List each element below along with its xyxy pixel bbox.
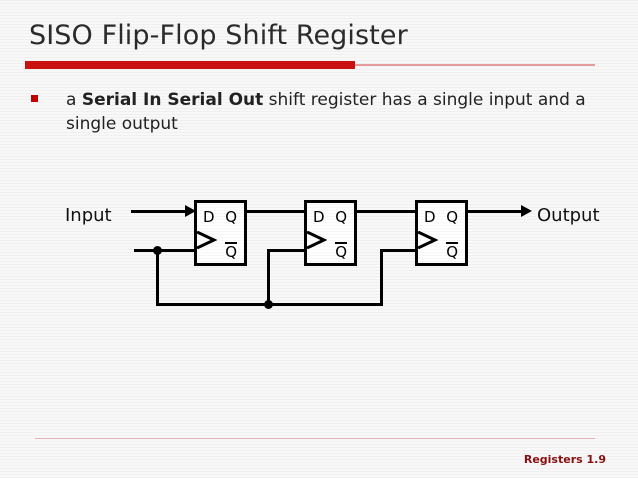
square-bullet-icon <box>31 95 38 102</box>
bullet-text-bold: Serial In Serial Out <box>81 90 264 110</box>
wire-clock-down-1 <box>156 249 159 306</box>
title-rule-accent <box>25 61 355 69</box>
bullet-text: a Serial In Serial Out shift register ha… <box>66 88 586 136</box>
bullet-text-after: shift register has a single input and a … <box>66 90 586 134</box>
flipflop-3: D Q Q <box>415 200 468 266</box>
wire-clock-up-ff3 <box>380 249 383 306</box>
ff3-pin-q: Q <box>446 208 458 226</box>
output-label: Output <box>537 205 600 226</box>
arrowhead-output <box>521 205 532 217</box>
flipflop-1: D Q Q <box>194 200 247 266</box>
wire-input-to-ff1 <box>131 210 187 213</box>
wire-ff2q-to-ff3d <box>356 210 417 213</box>
page-title: SISO Flip-Flop Shift Register <box>29 20 408 51</box>
wire-clock-into-ff3 <box>380 249 416 252</box>
bullet-text-before: a <box>66 90 82 110</box>
arrowhead-input <box>185 205 196 217</box>
ff1-pin-d: D <box>203 208 215 226</box>
wire-ff3q-to-output <box>467 210 524 213</box>
footer-divider <box>35 438 595 439</box>
ff3-clock-input-icon <box>418 231 438 249</box>
ff2-pin-q: Q <box>335 208 347 226</box>
wire-clock-stub-left <box>134 249 194 252</box>
ff3-pin-d: D <box>424 208 436 226</box>
ff1-clock-input-icon <box>197 231 217 249</box>
ff2-clock-input-icon <box>307 231 327 249</box>
footer-label: Registers 1.9 <box>523 453 606 466</box>
ff1-pin-q: Q <box>225 208 237 226</box>
ff3-pin-qbar: Q <box>446 242 458 261</box>
ff2-pin-d: D <box>313 208 325 226</box>
wire-clock-into-ff2 <box>267 249 305 252</box>
ff1-pin-qbar: Q <box>225 242 237 261</box>
input-label: Input <box>65 205 112 226</box>
flipflop-2: D Q Q <box>304 200 357 266</box>
wire-ff1q-to-ff2d <box>246 210 306 213</box>
ff2-pin-qbar: Q <box>335 242 347 261</box>
wire-clock-up-ff2 <box>267 249 270 306</box>
